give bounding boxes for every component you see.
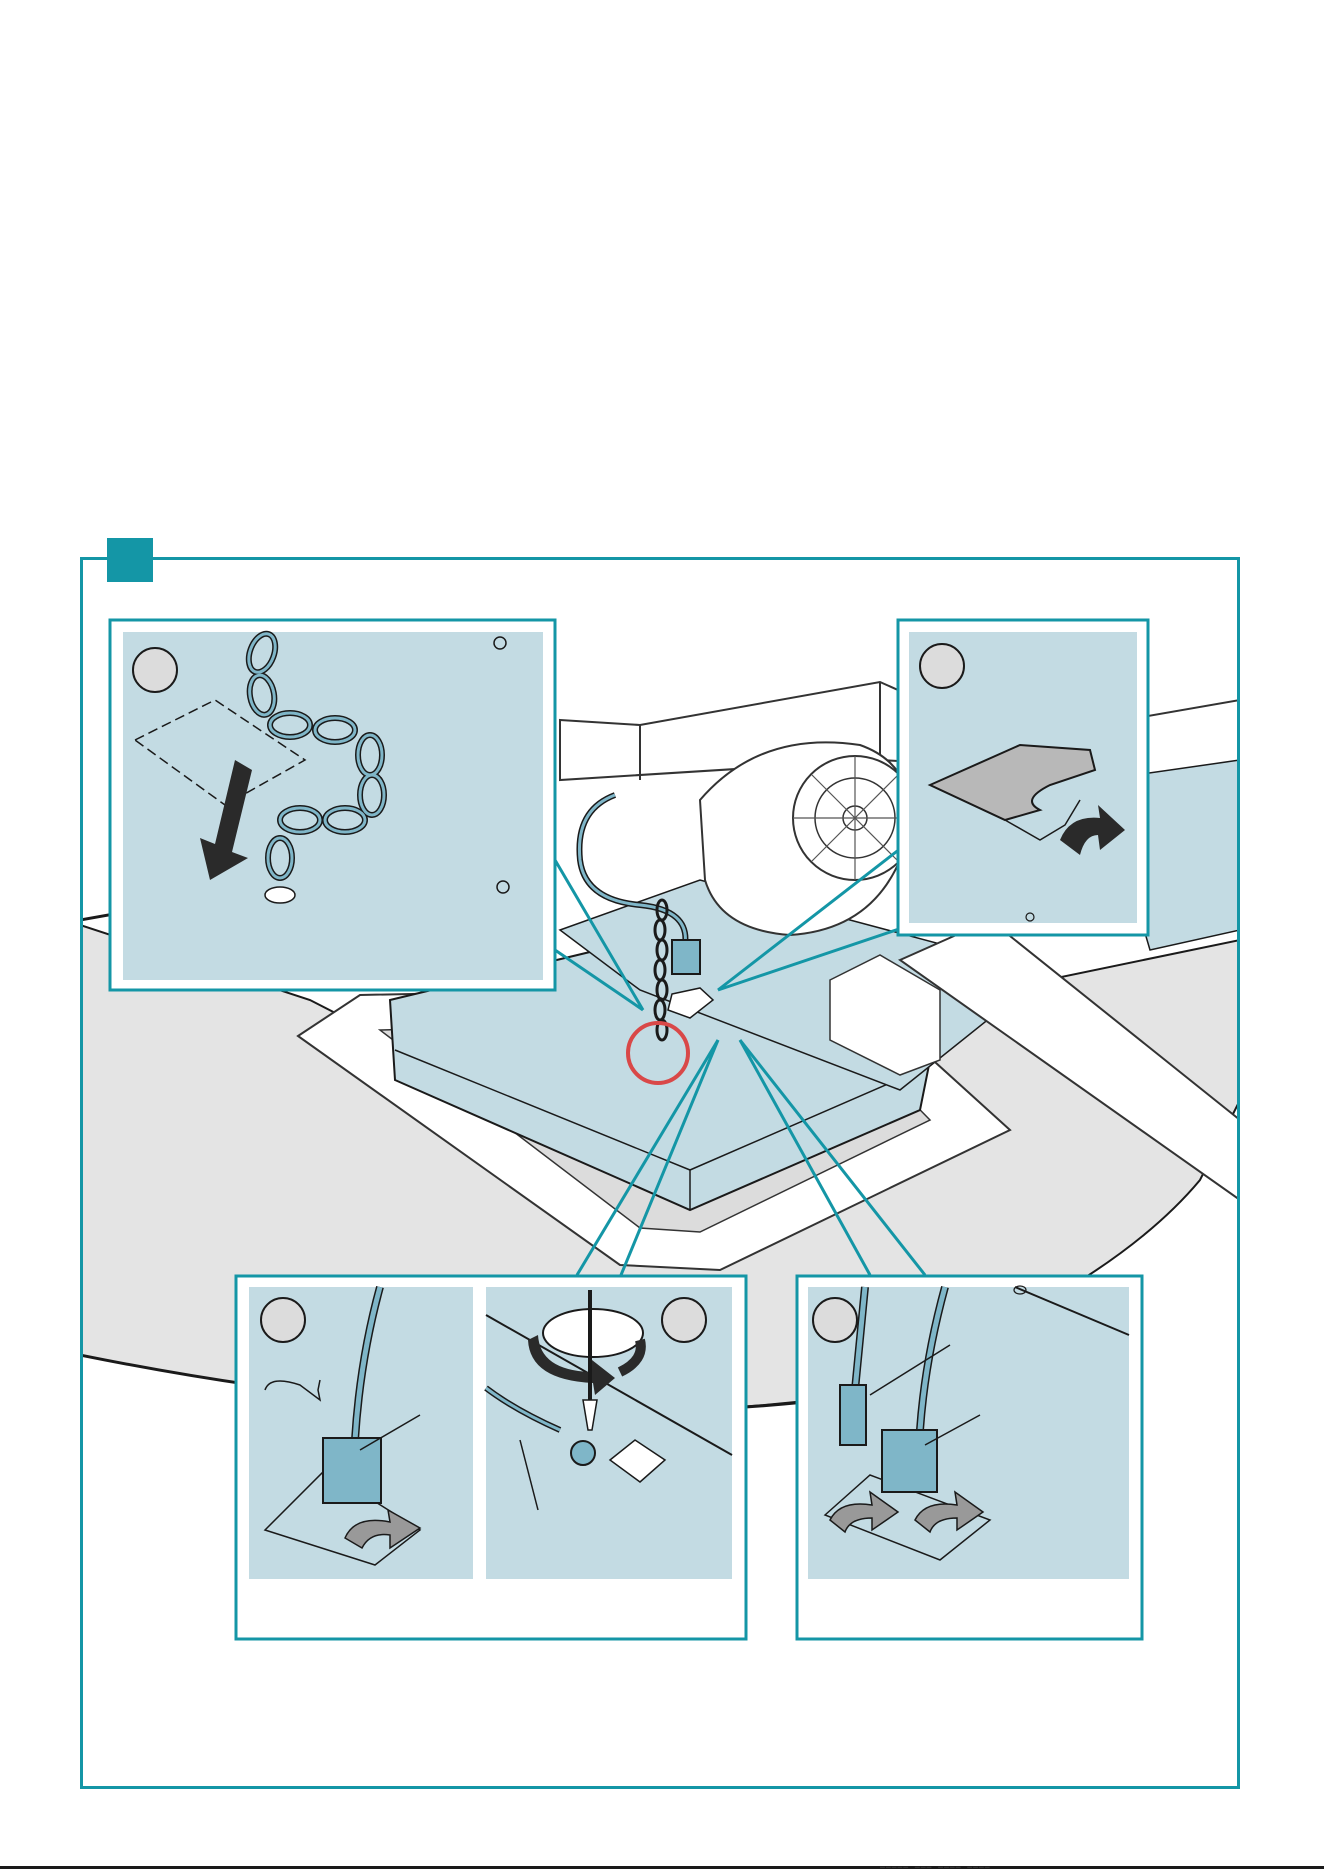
- step-marker-b: [920, 644, 964, 688]
- step-marker-c: [261, 1298, 305, 1342]
- hole-icon: [265, 887, 295, 903]
- detail-panel-step-b: [898, 620, 1148, 935]
- footer-marks: ▁▁▁▁▁ ▁▁▁ ▁▁▁▁ ▁▁▁▁: [880, 1859, 991, 1868]
- ground-wire-terminal: [840, 1385, 866, 1445]
- step-marker-e: [813, 1298, 857, 1342]
- footer-rule: [0, 1866, 1324, 1869]
- detail-panel-steps-c-d: [236, 1276, 746, 1639]
- ring-terminal-icon: [571, 1441, 595, 1465]
- connector-plug: [672, 940, 700, 974]
- detail-panel-step-e: [797, 1276, 1142, 1639]
- fan-housing: [700, 742, 917, 935]
- detail-panel-step-a: [110, 620, 555, 990]
- step-marker-a: [133, 648, 177, 692]
- terminal-block: [323, 1438, 381, 1503]
- terminal-block-e: [882, 1430, 937, 1492]
- step-marker-d: [662, 1298, 706, 1342]
